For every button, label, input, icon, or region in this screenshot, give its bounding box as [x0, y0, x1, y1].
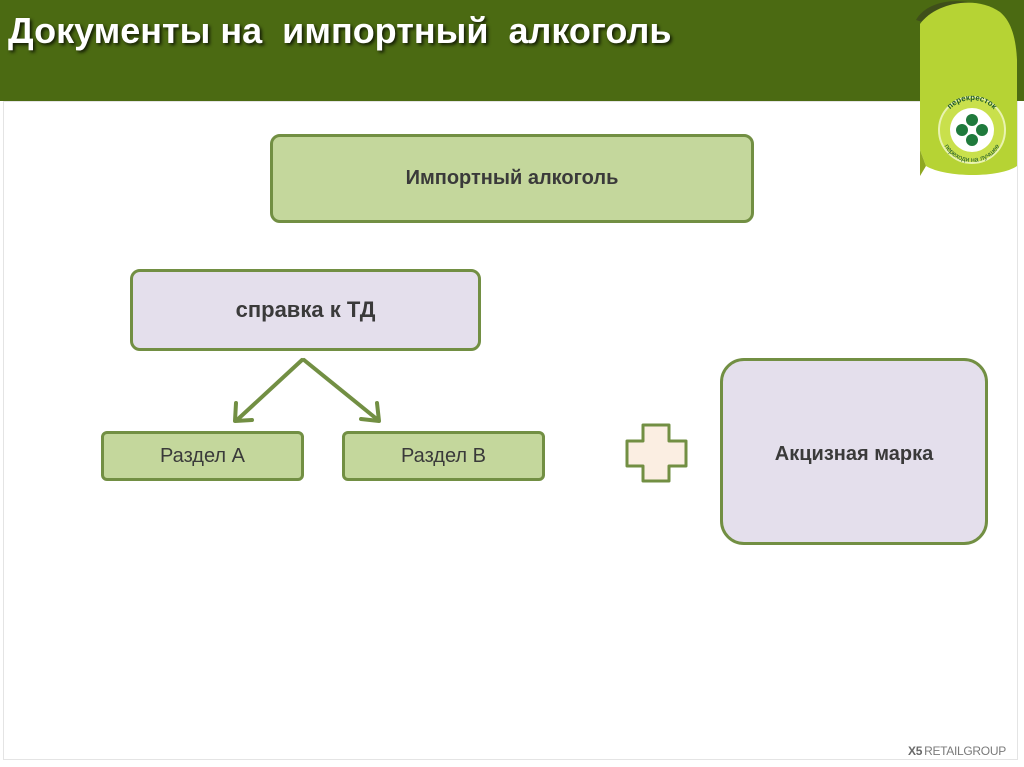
header-bar: Документы на импортный алкоголь	[0, 0, 1024, 101]
section-b-box: Раздел В	[342, 431, 545, 481]
perekrestok-logo-icon: перекресток переходи на лучшее	[916, 1, 1017, 176]
x5-logo-text: RETAILGROUP	[924, 744, 1006, 758]
x5-logo-mark: X5	[908, 744, 923, 758]
section-b-label: Раздел В	[401, 444, 486, 467]
excise-stamp-label: Акцизная марка	[774, 443, 934, 465]
imported-alcohol-label: Импортный алкоголь	[405, 167, 619, 189]
section-a-box: Раздел А	[101, 431, 304, 481]
page-title: Документы на импортный алкоголь	[8, 10, 672, 51]
section-a-label: Раздел А	[160, 444, 245, 467]
certificate-box: справка к ТД	[130, 269, 481, 351]
perekrestok-badge: перекресток переходи на лучшее	[916, 0, 1021, 180]
excise-stamp-box: Акцизная марка	[720, 358, 988, 545]
imported-alcohol-box: Импортный алкоголь	[270, 134, 754, 223]
certificate-label: справка к ТД	[235, 297, 376, 322]
x5-retail-group-logo: X5 RETAILGROUP	[908, 742, 1020, 760]
